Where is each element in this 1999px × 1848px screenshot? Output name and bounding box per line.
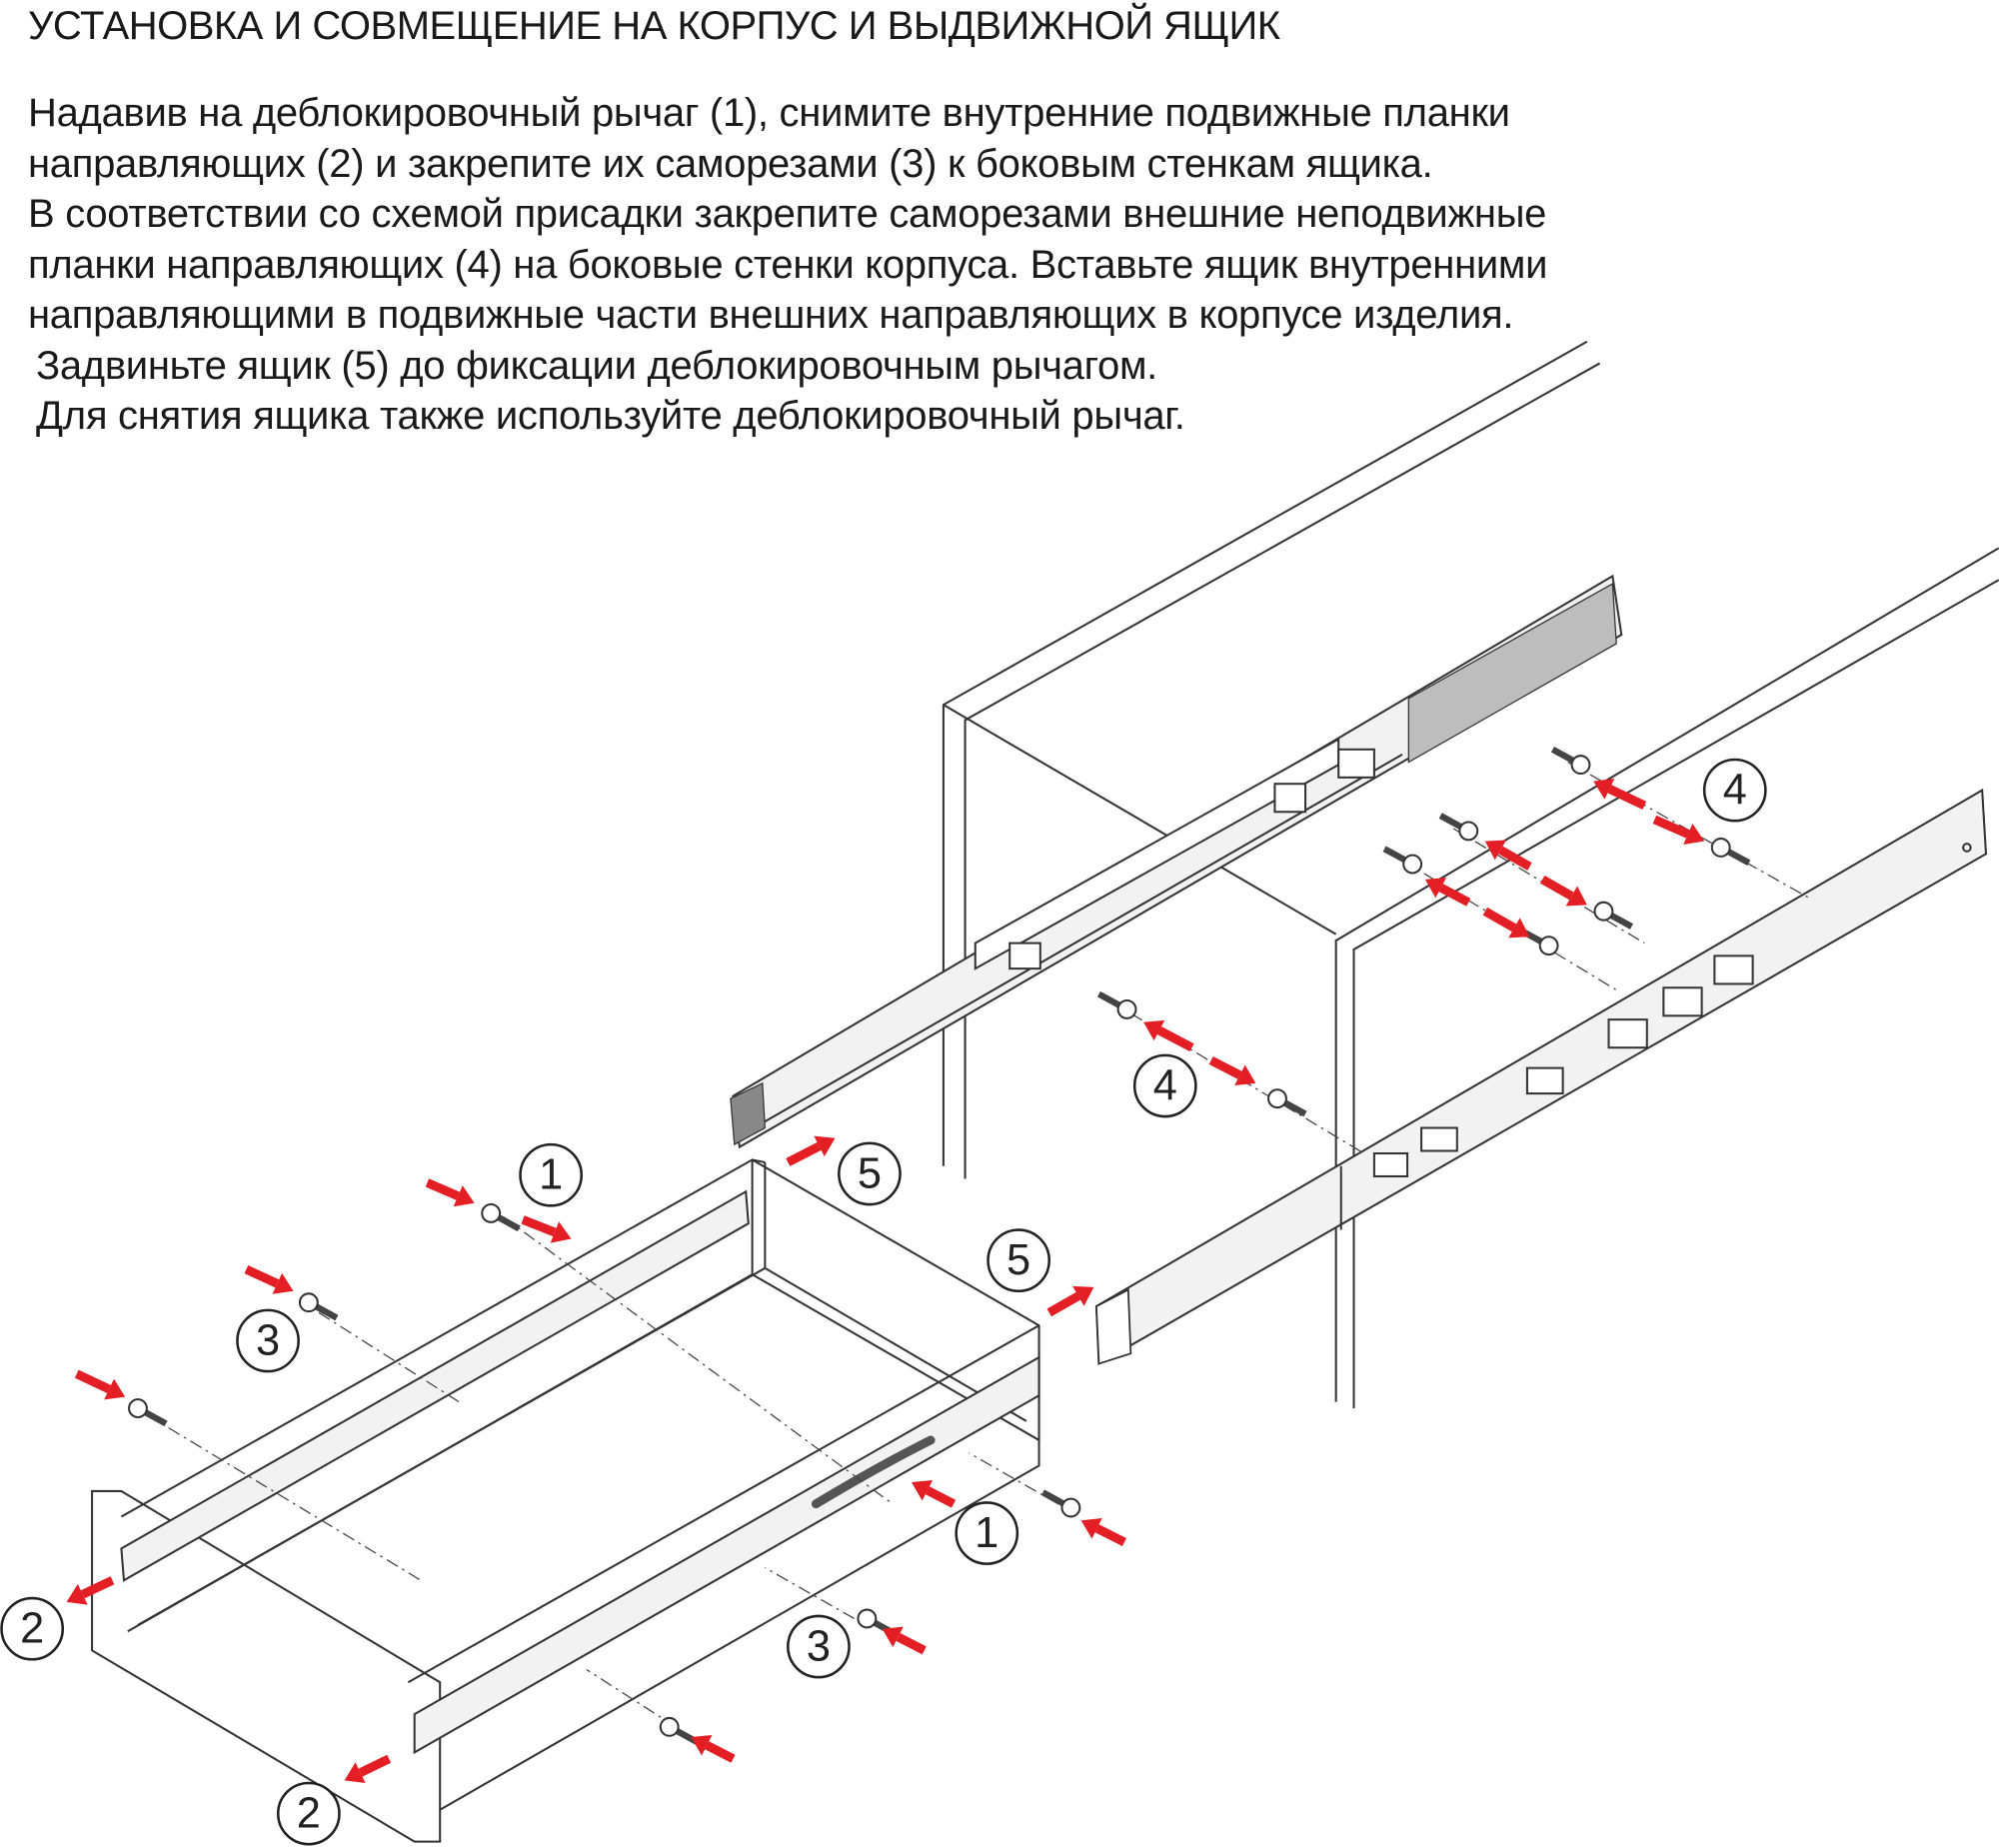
screw-icon — [298, 1292, 339, 1321]
red-arrow-icon — [1540, 875, 1587, 907]
instruction-line: планки направляющих (4) на боковые стенк… — [28, 242, 1548, 287]
red-arrow-icon — [1482, 907, 1530, 938]
callout-3-bottom: 3 — [787, 1614, 851, 1679]
page-title: УСТАНОВКА И СОВМЕЩЕНИЕ НА КОРПУС И ВЫДВИ… — [28, 4, 1280, 48]
screw-icon — [1382, 846, 1423, 875]
callout-3-left: 3 — [236, 1308, 300, 1373]
red-arrow-icon — [74, 1369, 126, 1400]
instruction-line: В соответствии со схемой присадки закреп… — [28, 192, 1547, 236]
screw-icon — [1550, 747, 1591, 776]
callout-2-bottom: 2 — [276, 1781, 341, 1846]
svg-text:1: 1 — [539, 1151, 563, 1199]
svg-text:3: 3 — [256, 1316, 280, 1364]
callout-5-top: 5 — [838, 1141, 902, 1206]
drawer-box — [91, 1158, 1040, 1843]
callout-1-top: 1 — [519, 1142, 584, 1207]
svg-text:5: 5 — [858, 1149, 882, 1197]
screw-icon — [1710, 838, 1751, 867]
outer-rail-lower — [1094, 788, 1988, 1366]
screw-icon — [1040, 1489, 1081, 1518]
instruction-line: Для снятия ящика также используйте дебло… — [36, 394, 1185, 438]
red-arrow-icon — [1080, 1517, 1126, 1546]
red-arrow-icon — [244, 1265, 294, 1294]
svg-text:3: 3 — [807, 1623, 831, 1671]
callout-1-bottom: 1 — [955, 1501, 1019, 1565]
instruction-line: направляющих (2) и закрепите их самореза… — [28, 141, 1433, 186]
red-arrow-icon — [66, 1576, 115, 1605]
callout-4-center: 4 — [1132, 1053, 1197, 1118]
screw-icon — [481, 1203, 521, 1232]
red-arrow-icon — [691, 1735, 736, 1763]
screw-icon — [659, 1716, 700, 1745]
svg-text:4: 4 — [1723, 767, 1747, 815]
instructions-text: Надавив на деблокировочный рычаг (1), сн… — [28, 88, 1547, 442]
red-arrow-icon — [1593, 778, 1647, 810]
svg-text:4: 4 — [1153, 1061, 1177, 1109]
red-arrow-icon — [786, 1135, 836, 1166]
callout-2-left: 2 — [0, 1596, 65, 1661]
instruction-line: Надавив на деблокировочный рычаг (1), сн… — [28, 91, 1510, 135]
red-arrow-icon — [1652, 815, 1705, 846]
instruction-line: Задвиньте ящик (5) до фиксации деблокиро… — [36, 343, 1157, 388]
svg-text:2: 2 — [20, 1605, 44, 1653]
screw-icon — [1096, 990, 1137, 1019]
screw-icon — [1593, 901, 1634, 929]
screw-icon — [1438, 813, 1479, 842]
red-arrow-icon — [1046, 1285, 1094, 1317]
screw-icon — [1267, 1088, 1307, 1117]
red-arrow-icon — [344, 1754, 392, 1783]
red-arrow-icon — [1484, 840, 1532, 871]
red-arrow-icon — [912, 1479, 957, 1508]
alignment-lines — [146, 761, 1811, 1728]
red-arrow-icon — [1143, 1019, 1194, 1052]
release-lever — [811, 1435, 936, 1509]
svg-text:1: 1 — [975, 1509, 999, 1557]
instruction-line: направляющими в подвижные части внешних … — [28, 293, 1514, 337]
callout-4-right: 4 — [1702, 758, 1767, 823]
red-arrow-icon — [521, 1215, 572, 1243]
red-arrow-icon — [1208, 1055, 1256, 1085]
svg-text:2: 2 — [297, 1790, 321, 1838]
red-arrow-icon — [882, 1626, 927, 1655]
screws — [128, 747, 1751, 1745]
red-arrow-icon — [425, 1178, 475, 1207]
outer-rail-upper — [730, 574, 1623, 1149]
screw-icon — [128, 1398, 168, 1427]
svg-text:5: 5 — [1006, 1236, 1030, 1284]
direction-arrows — [66, 778, 1705, 1783]
red-arrow-icon — [1424, 878, 1471, 907]
callout-5-bottom: 5 — [987, 1228, 1051, 1293]
